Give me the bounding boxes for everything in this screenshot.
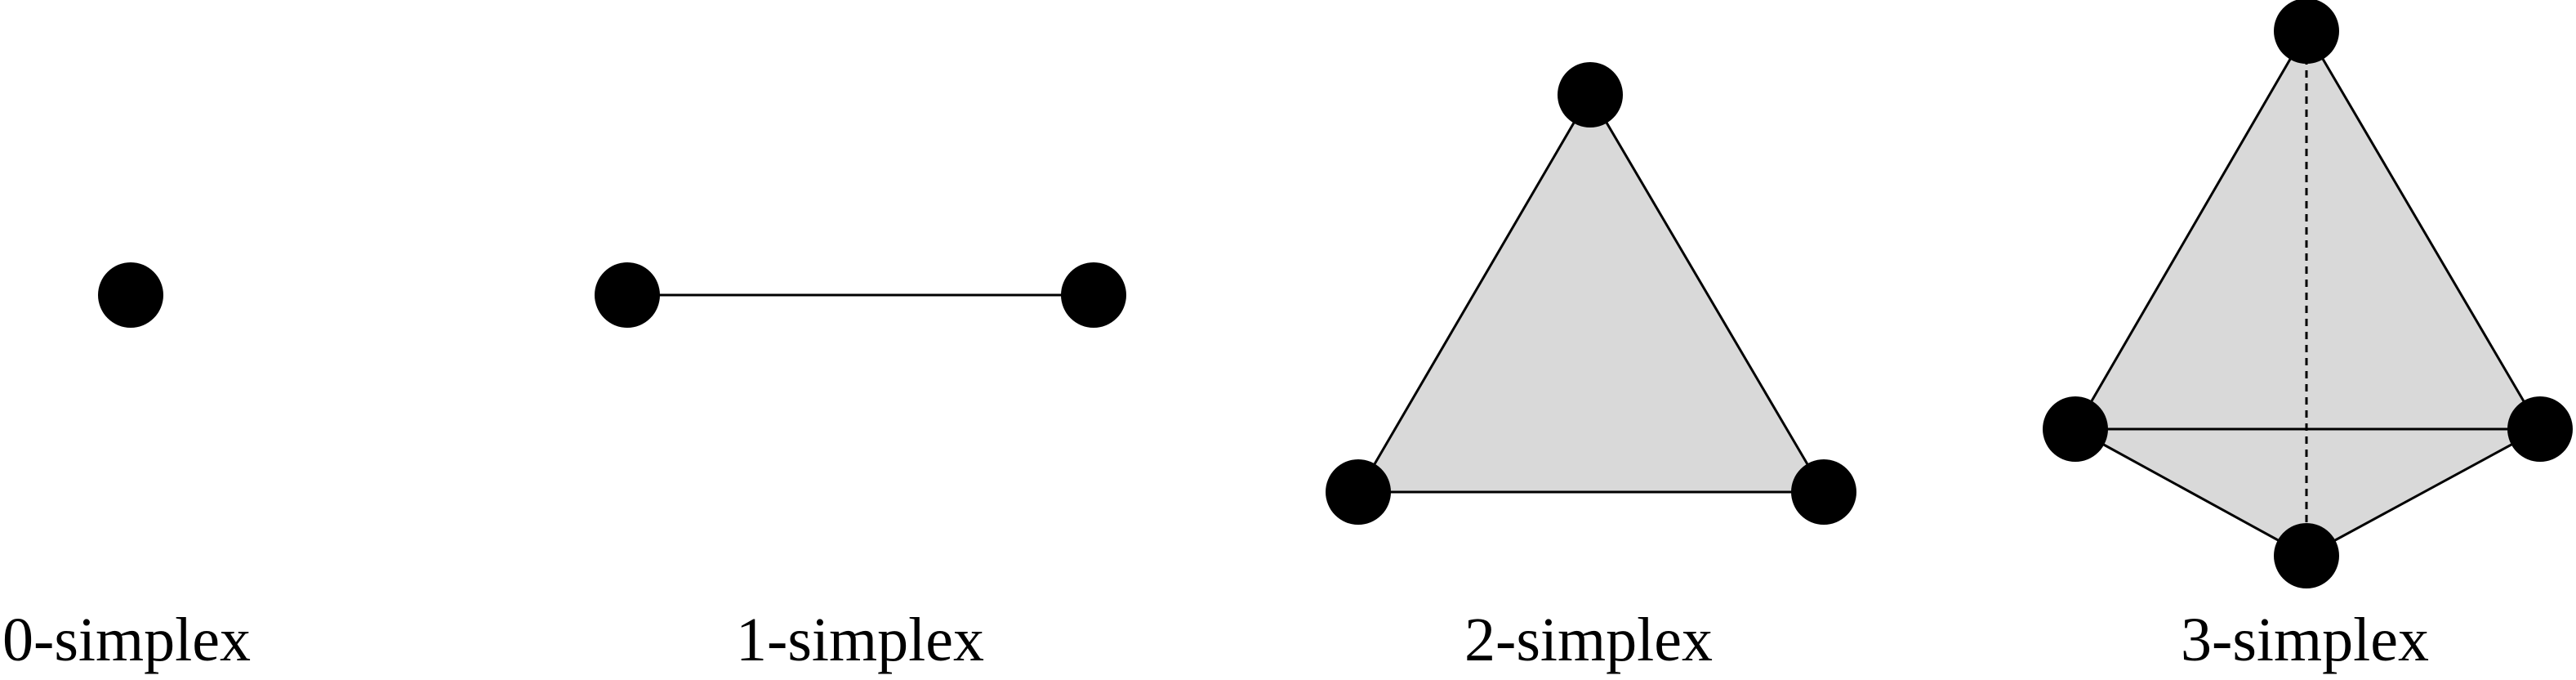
- vertex: [1558, 62, 1623, 128]
- zero-simplex-diagram: 0-simplex: [2, 262, 251, 674]
- one-simplex-diagram: 1-simplex: [595, 262, 1126, 674]
- vertex: [1791, 459, 1856, 525]
- one-simplex-caption: 1-simplex: [736, 606, 984, 674]
- edge: [1357, 94, 1592, 493]
- two-simplex-caption: 2-simplex: [1464, 606, 1713, 674]
- edge: [2306, 427, 2541, 557]
- vertex: [2507, 396, 2573, 462]
- edge: [2075, 427, 2307, 557]
- vertex: [595, 262, 660, 328]
- triangle-face: [1358, 95, 1824, 492]
- zero-simplex-caption: 0-simplex: [2, 606, 251, 674]
- vertex: [2274, 0, 2339, 64]
- three-simplex-caption: 3-simplex: [2181, 606, 2429, 674]
- edge: [1589, 94, 1825, 493]
- vertex: [98, 262, 163, 328]
- two-simplex-diagram: 2-simplex: [1326, 62, 1856, 674]
- edge: [2074, 30, 2308, 430]
- vertex: [1061, 262, 1126, 328]
- vertex: [2274, 523, 2339, 588]
- edge: [2305, 30, 2542, 430]
- three-simplex-diagram: 3-simplex: [2043, 0, 2573, 674]
- vertex: [2043, 396, 2108, 462]
- vertex: [1326, 459, 1391, 525]
